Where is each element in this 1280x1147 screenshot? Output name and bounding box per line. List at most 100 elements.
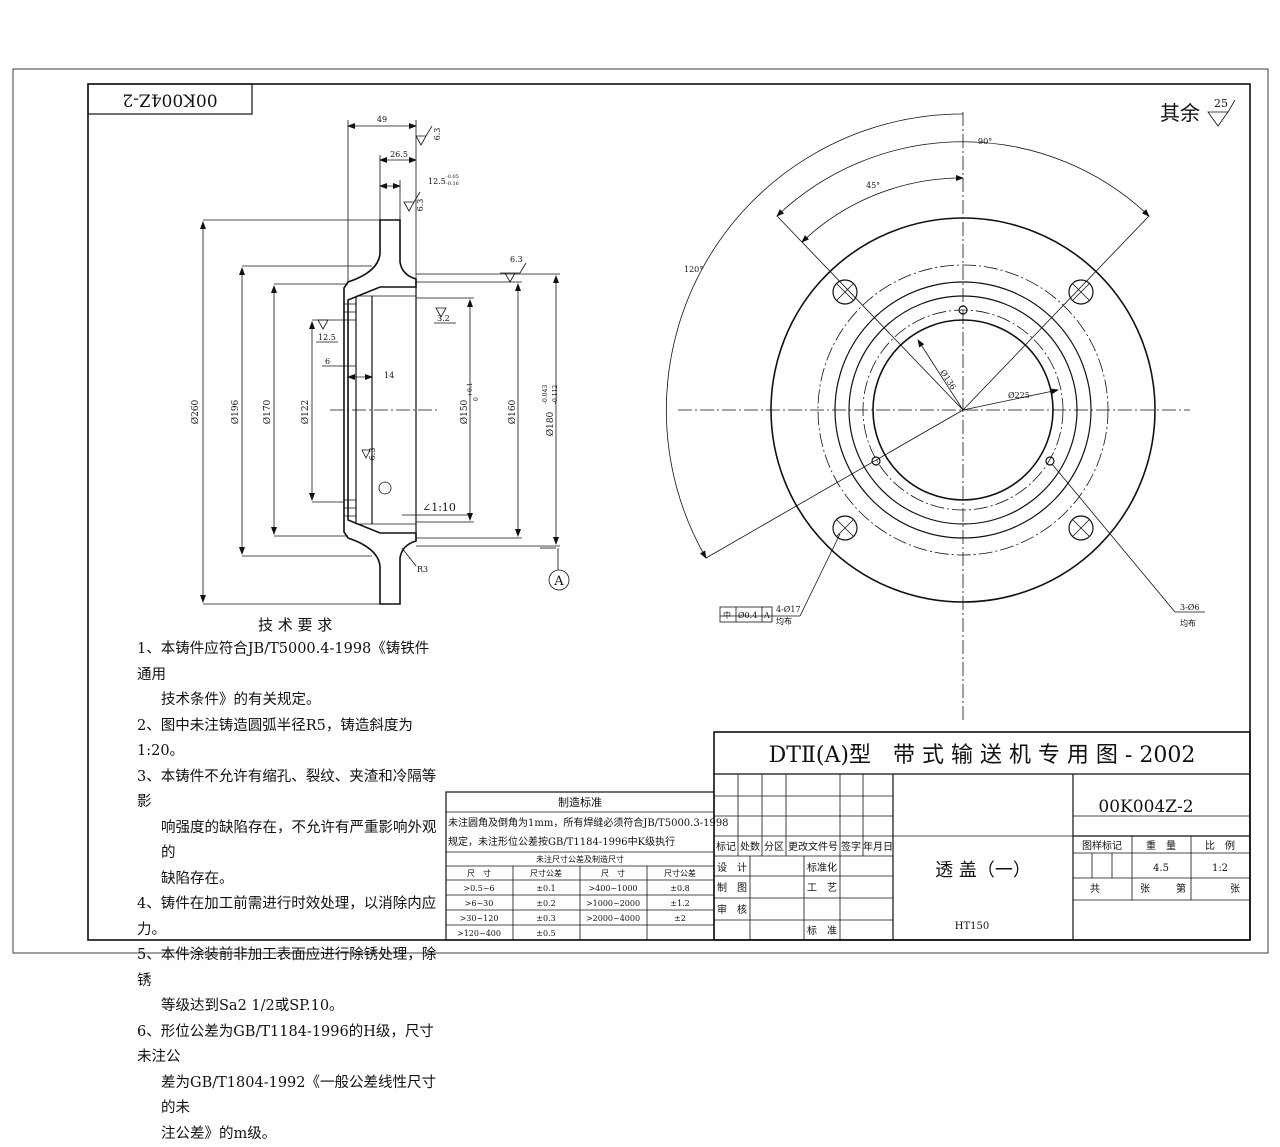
dim-phi160: Ø160: [507, 399, 518, 424]
bolt-hole: [1069, 280, 1093, 304]
mfg-line1: 未注圆角及倒角为1mm，所有焊缝必须符合JB/T5000.3-1998: [448, 816, 729, 829]
dim-12-5: 12.5: [428, 177, 446, 186]
mfg-table-header: 尺寸公差: [530, 868, 562, 878]
roughness-icon: [500, 263, 526, 282]
angle-ray: [963, 216, 1149, 410]
sign-process: 工 艺: [807, 882, 837, 894]
revision-header: 年月日: [863, 840, 893, 853]
roughness-6-3-c: 6.3: [510, 255, 523, 264]
scale-value: 1:2: [1212, 863, 1228, 874]
sheet-no: 第: [1176, 882, 1186, 895]
sheet-total: 共: [1090, 883, 1100, 895]
dim-phi136: Ø136: [938, 368, 957, 391]
tech-req-line: 5、本件涂装前非加工表面应进行除锈处理，除锈: [137, 943, 442, 994]
title-block: DTⅡ(A)型 带 式 输 送 机 专 用 图 - 2002 00K004Z-2…: [714, 732, 1250, 940]
angle-120: 120°: [684, 265, 703, 274]
tech-req-line: 4、铸件在加工前需进行时效处理，以消除内应力。: [137, 892, 442, 943]
weight-value: 4.5: [1153, 863, 1169, 874]
sign-standard: 标 准: [807, 925, 837, 937]
roughness-3-2: 3.2: [437, 314, 450, 323]
dim-taper: ∠1:10: [422, 501, 456, 514]
sign-draw: 制 图: [717, 881, 747, 894]
mfg-table-cell: ±0.5: [536, 929, 555, 938]
mfg-table-cell: ±1.2: [670, 899, 689, 908]
mfg-table-header: 尺 寸: [467, 868, 491, 878]
section-profile-outline: [344, 220, 416, 604]
rotated-drawing-number: 00K004Z-2: [122, 90, 217, 110]
plan-view: Ø136 Ø225 90° 45° 120° 中 Ø0.4 A 4-Ø17 均布…: [666, 112, 1205, 720]
revision-headers: 标记处数分区更改文件号签字年月日: [716, 840, 893, 853]
attr-header-scale: 比 例: [1205, 839, 1235, 852]
tech-req-line: 6、形位公差为GB/T1184-1996的H级，尺寸未注公: [137, 1020, 442, 1071]
dim-phi180-tol-up: -0.043: [542, 385, 549, 404]
bolt-hole: [833, 516, 857, 540]
holes4-leader: [800, 534, 840, 616]
holes3-sub: 均布: [1180, 618, 1196, 628]
mfg-table-cell: >0.5~6: [463, 884, 494, 893]
roughness-rest-value: 25: [1214, 97, 1228, 110]
tech-req-line: 响强度的缺陷存在，不允许有严重影响外观的: [137, 816, 442, 867]
dim-12-5-tol-up: -0.05: [446, 174, 459, 180]
sign-stdize: 标准化: [807, 861, 837, 874]
tech-req-line: 等级达到Sa2 1/2或SP.10。: [137, 994, 442, 1020]
tech-req-line: 注公差》的m级。: [137, 1122, 442, 1147]
small-hole: [1046, 457, 1054, 465]
sign-review: 审 核: [717, 903, 747, 916]
position-tol-symbol: 中: [723, 610, 731, 620]
mfg-table-title: 未注尺寸公差及制造尺寸: [536, 854, 624, 864]
dim-phi122: Ø122: [300, 400, 311, 425]
mfg-standard-table: 制造标准 未注圆角及倒角为1mm，所有焊缝必须符合JB/T5000.3-1998…: [446, 792, 729, 940]
mfg-table-header: 尺 寸: [601, 868, 625, 878]
bolt-hole: [1069, 516, 1093, 540]
mfg-table-header: 尺寸公差: [664, 868, 696, 878]
mfg-table-cell: >1000~2000: [586, 899, 640, 908]
revision-header: 更改文件号: [788, 840, 838, 853]
dim-r3: R3: [417, 565, 428, 574]
mfg-table-cell: ±2: [674, 914, 686, 923]
dim-phi260: Ø260: [190, 399, 201, 424]
tech-req-line: 技术条件》的有关规定。: [137, 688, 442, 714]
tech-req-line: 缺陷存在。: [137, 867, 442, 893]
tech-req-title: 技 术 要 求: [258, 613, 332, 639]
roughness-12-5: 12.5: [318, 333, 336, 342]
roughness-rest-mark: 其余 25: [1160, 97, 1235, 126]
revision-header: 分区: [764, 841, 784, 853]
revision-header: 签字: [841, 840, 861, 853]
dim-14: 14: [384, 371, 394, 380]
series-title: DTⅡ(A)型 带 式 输 送 机 专 用 图 - 2002: [769, 743, 1196, 768]
attr-header-weight: 重 量: [1146, 839, 1176, 852]
angle-arc-120: [666, 114, 963, 558]
holes4-note: 4-Ø17: [776, 605, 801, 614]
r3-leader: [402, 548, 416, 566]
roughness-6-3-b: 6.3: [416, 199, 425, 212]
part-name: 透 盖（一）: [935, 860, 1031, 881]
dim-49: 49: [377, 115, 387, 124]
rotated-number-box: 00K004Z-2: [88, 84, 252, 114]
holes3-note: 3-Ø6: [1180, 603, 1199, 612]
mfg-table-cell: >2000~4000: [586, 914, 640, 923]
mfg-table-cells: 尺 寸尺寸公差尺 寸尺寸公差>0.5~6±0.1>400~1000±0.8>6~…: [457, 868, 696, 938]
roughness-rest-label: 其余: [1160, 101, 1200, 125]
roughness-icon: [318, 320, 328, 329]
dim-phi180: Ø180: [545, 411, 556, 436]
dim-phi180-tol-dn: -0.112: [552, 385, 559, 404]
dim-phi170: Ø170: [262, 399, 273, 424]
dim-phi150-tol-dn: 0: [473, 397, 480, 401]
angle-90: 90°: [978, 137, 992, 146]
tech-req-line: 2、图中未注铸造圆弧半径R5，铸造斜度为1:20。: [137, 714, 442, 765]
attr-header-mark: 图样标记: [1082, 839, 1122, 852]
mfg-table-cell: >30~120: [460, 914, 499, 923]
material: HT150: [955, 921, 989, 932]
holes4-sub: 均布: [776, 616, 792, 626]
sheet-unit2: 张: [1230, 883, 1240, 895]
tech-req-line: 1、本铸件应符合JB/T5000.4-1998《铸铁件通用: [137, 637, 442, 688]
angle-45: 45°: [866, 181, 880, 190]
mfg-title: 制造标准: [558, 795, 602, 809]
dim-26-5: 26.5: [390, 150, 408, 159]
angle-arc-45: [802, 178, 963, 242]
mfg-table-cell: >400~1000: [588, 884, 637, 893]
tech-req-list: 1、本铸件应符合JB/T5000.4-1998《铸铁件通用技术条件》的有关规定。…: [137, 637, 442, 1147]
oil-hole: [379, 482, 391, 494]
position-tol-ref: A: [763, 611, 770, 620]
roughness-icon: [416, 126, 432, 145]
